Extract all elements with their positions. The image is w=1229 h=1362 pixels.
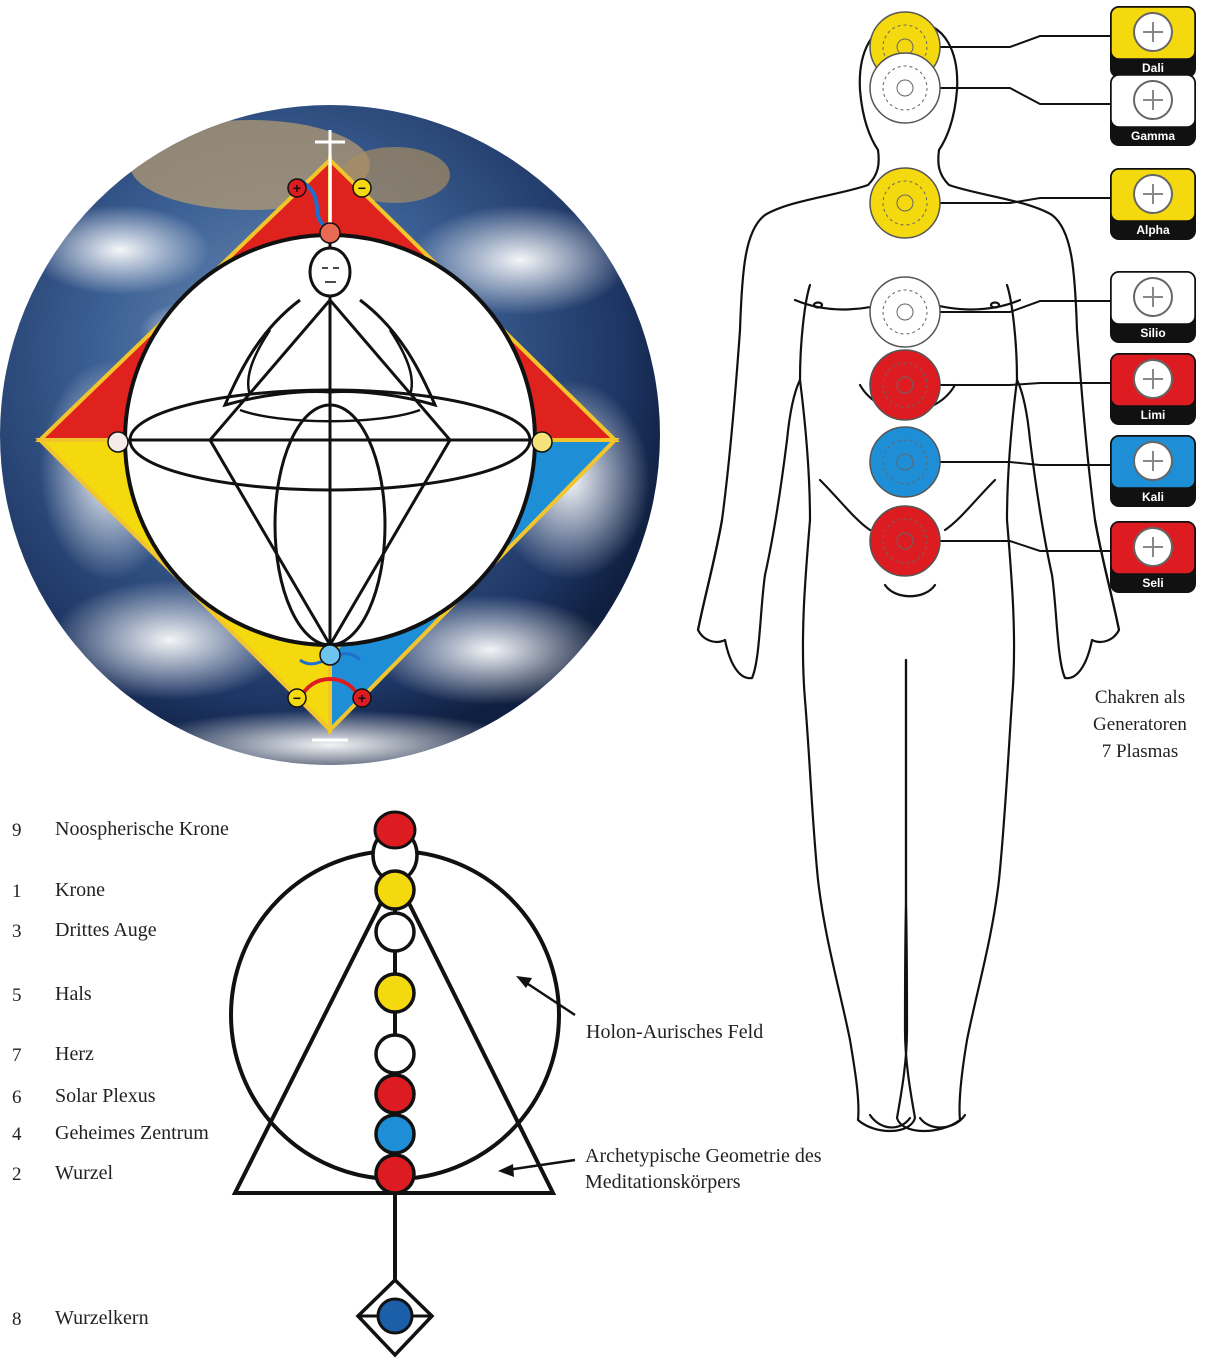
plasma-name: Dali (1142, 61, 1164, 75)
body-chakra (870, 350, 940, 420)
body-chakra (870, 277, 940, 347)
plasma-name: Alpha (1136, 223, 1170, 237)
connector-line (940, 88, 1110, 104)
connector-line (940, 198, 1110, 203)
holon-field-label: Holon-Aurisches Feld (586, 1021, 763, 1044)
chakra-name: Wurzelkern (55, 1307, 149, 1330)
connector-line (940, 36, 1110, 47)
plasma-badge: Dali (1110, 6, 1196, 78)
plasma-name: Silio (1140, 326, 1165, 340)
plasma-name: Limi (1141, 408, 1166, 422)
chakra-name: Drittes Auge (55, 919, 157, 942)
body-chakra (870, 427, 940, 497)
chakra-dot (376, 974, 414, 1012)
chakra-number: 3 (12, 921, 32, 943)
connector-line (940, 462, 1110, 465)
left-node (108, 432, 128, 452)
polarity-sign: + (293, 180, 301, 196)
caption-line: Chakren als (1070, 684, 1210, 711)
body-chakra (870, 168, 940, 238)
right-node (532, 432, 552, 452)
annotation-arrows (498, 976, 575, 1177)
archetypal-geometry-label: Archetypische Geometrie des (585, 1145, 822, 1168)
connector-line (940, 541, 1110, 551)
chakra-dot (376, 871, 414, 909)
meditation-body-geometry (231, 812, 559, 1355)
plasma-connector-lines (940, 36, 1110, 551)
chakra-number: 4 (12, 1124, 32, 1146)
chakra-name: Wurzel (55, 1162, 113, 1185)
chakra-name: Solar Plexus (55, 1085, 156, 1108)
plasma-badge: Limi (1110, 353, 1196, 425)
caption-line: Generatoren (1070, 711, 1210, 738)
plasma-name: Gamma (1131, 129, 1175, 143)
chakra-dot (376, 1115, 414, 1153)
chakra-number: 5 (12, 985, 32, 1007)
plasma-badge: Silio (1110, 271, 1196, 343)
chakra-name: Noospherische Krone (55, 818, 229, 841)
chakra-number: 8 (12, 1309, 32, 1331)
chakra-number: 2 (12, 1164, 32, 1186)
body-chakras (870, 12, 940, 576)
chakra-dot (376, 1155, 414, 1193)
polarity-sign: − (293, 690, 301, 706)
chakra-dot (376, 1035, 414, 1073)
polarity-sign: − (358, 180, 366, 196)
chakra-dot-root-core (378, 1299, 412, 1333)
polarity-sign: + (358, 690, 366, 706)
chakra-generators-caption: Chakren als Generatoren 7 Plasmas (1070, 684, 1210, 765)
chakra-name: Hals (55, 983, 92, 1006)
plasma-badge: Gamma (1110, 74, 1196, 146)
meditation-circle (125, 235, 535, 645)
top-node (320, 223, 340, 243)
plasma-badge: Kali (1110, 435, 1196, 507)
plasma-badge: Alpha (1110, 168, 1196, 240)
chakra-dot (376, 1075, 414, 1113)
chakra-number: 7 (12, 1045, 32, 1067)
chakra-dot-noospheric-crown (375, 812, 415, 848)
plasma-name: Kali (1142, 490, 1164, 504)
chakra-number: 6 (12, 1087, 32, 1109)
plasma-badge: Seli (1110, 521, 1196, 593)
chakra-number: 9 (12, 820, 32, 842)
caption-line: 7 Plasmas (1070, 738, 1210, 765)
bottom-node (320, 645, 340, 665)
chakra-name: Herz (55, 1043, 94, 1066)
body-chakra (870, 506, 940, 576)
chakra-dot (376, 913, 414, 951)
meditation-body-label: Meditationskörpers (585, 1171, 741, 1194)
body-chakra (870, 53, 940, 123)
connector-line (940, 383, 1110, 385)
plasma-name: Seli (1142, 576, 1163, 590)
chakra-name: Geheimes Zentrum (55, 1122, 209, 1145)
chakra-name: Krone (55, 879, 105, 902)
chakra-number: 1 (12, 881, 32, 903)
